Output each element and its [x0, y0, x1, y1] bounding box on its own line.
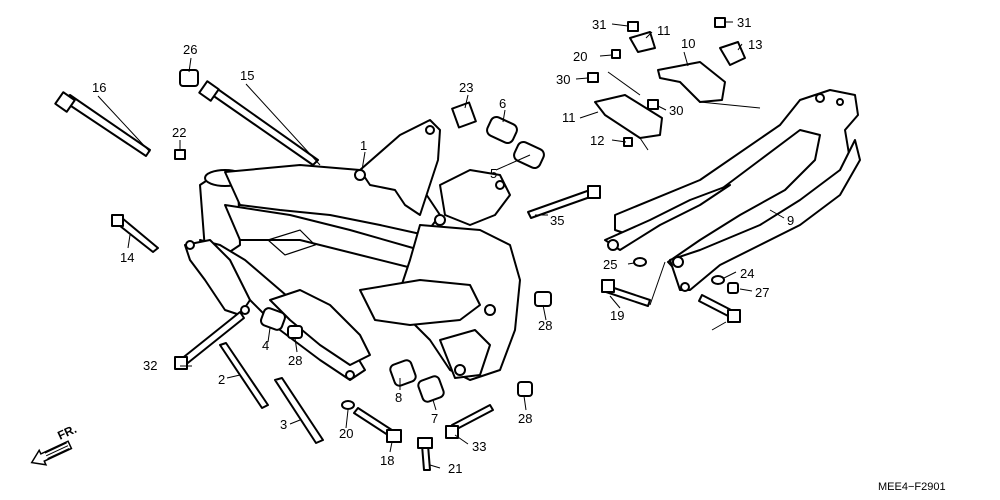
callout-30b: 30	[669, 103, 683, 118]
callout-5: 5	[490, 166, 497, 181]
callout-6: 6	[499, 96, 506, 111]
front-arrow-icon	[30, 440, 73, 466]
callout-31a: 31	[592, 17, 606, 32]
bolts-and-spacers	[54, 17, 741, 471]
leader-lines	[97, 21, 785, 469]
drawing-code: MEE4−F2901	[878, 481, 946, 493]
callout-30a: 30	[556, 72, 570, 87]
callout-22: 22	[172, 125, 186, 140]
callout-26: 25	[603, 257, 617, 272]
callout-31b: 31	[737, 15, 751, 30]
callout-25: 24	[740, 266, 754, 281]
callout-33: 33	[472, 439, 486, 454]
callout-1: 1	[360, 138, 367, 153]
callout-8: 8	[395, 390, 402, 405]
callout-24: 26	[183, 42, 197, 57]
front-marker-label: FR.	[55, 422, 78, 443]
callout-17: 16	[92, 80, 106, 95]
callout-3: 3	[280, 417, 287, 432]
callout-13: 13	[748, 37, 762, 52]
callout-21: 21	[448, 461, 462, 476]
callout-12: 12	[590, 133, 604, 148]
callout-23: 23	[459, 80, 473, 95]
callout-34: 35	[550, 213, 564, 228]
callout-27: 27	[755, 285, 769, 300]
callout-2: 2	[218, 372, 225, 387]
rear-subframe	[604, 89, 861, 292]
callout-11: 11	[562, 110, 576, 125]
callout-18: 18	[380, 453, 394, 468]
clip-14	[629, 31, 656, 53]
callout-32: 32	[143, 358, 157, 373]
brackets	[594, 31, 746, 139]
callout-15: 14	[120, 250, 134, 265]
main-frame	[184, 119, 521, 381]
callout-20a: 20	[339, 426, 353, 441]
callout-28a: 28	[538, 318, 552, 333]
callout-14: 11	[657, 23, 671, 38]
callout-20b: 20	[573, 49, 587, 64]
bracket-11	[594, 94, 663, 139]
callout-19: 19	[610, 308, 624, 323]
callout-labels: 16 15 26 22 14 1 23 6 5 35 28 4 28 32 2 …	[92, 15, 794, 476]
callout-10: 10	[681, 36, 695, 51]
callout-16: 15	[240, 68, 254, 83]
clip-13	[719, 41, 746, 66]
callout-9: 9	[787, 213, 794, 228]
callout-7: 7	[431, 411, 438, 426]
callout-4: 4	[262, 338, 269, 353]
callout-28c: 28	[518, 411, 532, 426]
callout-28b: 28	[288, 353, 302, 368]
bracket-10	[657, 61, 726, 103]
